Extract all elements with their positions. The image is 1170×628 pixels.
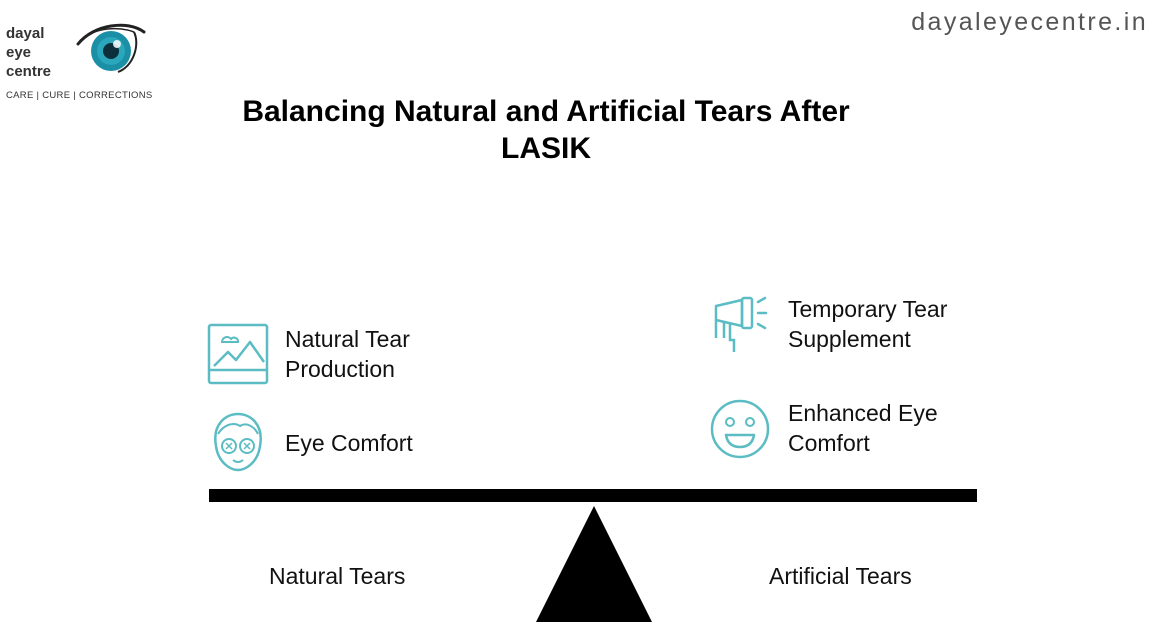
brand-tagline: CARE | CURE | CORRECTIONS bbox=[6, 90, 153, 101]
enhanced-eye-comfort-label: Enhanced Eye Comfort bbox=[788, 398, 938, 458]
item-line: Production bbox=[285, 356, 395, 382]
artificial-tears-label: Artificial Tears bbox=[769, 563, 912, 589]
brand-name-line: dayal bbox=[6, 25, 45, 42]
natural-tears-label: Natural Tears bbox=[269, 563, 406, 589]
brand-name-line: centre bbox=[6, 63, 52, 80]
item-line: Eye Comfort bbox=[285, 430, 413, 456]
item-line: Natural Tear bbox=[285, 326, 410, 352]
spray-bottle-icon bbox=[714, 296, 768, 352]
natural-tear-production-label: Natural Tear Production bbox=[285, 324, 410, 384]
item-line: Comfort bbox=[788, 430, 870, 456]
balance-beam bbox=[209, 489, 977, 502]
item-line: Enhanced Eye bbox=[788, 400, 938, 426]
smiley-face-icon bbox=[710, 399, 770, 459]
eye-logo-icon bbox=[76, 23, 146, 73]
brand-name-line: eye bbox=[6, 44, 32, 61]
temporary-tear-supplement-label: Temporary Tear Supplement bbox=[788, 294, 947, 354]
face-cooling-mask-icon bbox=[214, 412, 262, 472]
fulcrum-triangle bbox=[536, 506, 652, 622]
page-title: Balancing Natural and Artificial Tears A… bbox=[242, 95, 850, 165]
item-line: Temporary Tear bbox=[788, 296, 948, 322]
website-link[interactable]: dayaleyecentre.in bbox=[911, 8, 1148, 36]
landscape-picture-icon bbox=[207, 323, 269, 385]
brand-name: dayal eye centre bbox=[6, 24, 51, 81]
item-line: Supplement bbox=[788, 326, 911, 352]
eye-comfort-label: Eye Comfort bbox=[285, 428, 413, 458]
